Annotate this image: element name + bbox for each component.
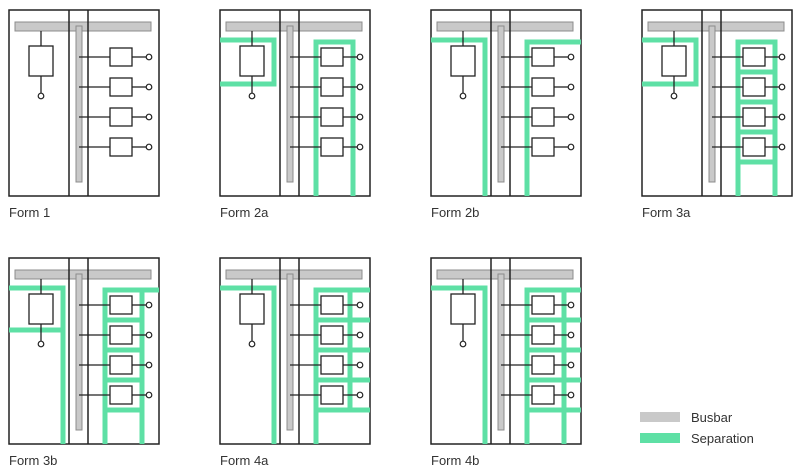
form-4b: Form 4b [430,257,582,468]
legend-label-busbar: Busbar [691,410,733,425]
horizontal-busbar [225,269,363,280]
outgoing-unit [712,77,786,97]
outgoing-unit [501,355,575,375]
vertical-busbar [497,25,505,183]
outgoing-unit [501,77,575,97]
vertical-busbar [75,25,83,183]
separation-barrier [642,37,778,196]
outgoing-unit [79,47,153,67]
outgoing-unit [79,107,153,127]
vertical-busbar [497,273,505,431]
incomer-device [239,45,265,77]
outgoing-unit [290,325,364,345]
form-label: Form 4a [220,453,269,468]
outgoing-unit [501,325,575,345]
horizontal-busbar [14,21,152,32]
horizontal-busbar [225,21,363,32]
vertical-busbar [286,273,294,431]
incomer-device [28,293,54,325]
outgoing-unit [501,385,575,405]
terminal [459,92,467,100]
form-2a: Form 2a [219,9,371,220]
incomer-device [450,45,476,77]
form-label: Form 3b [9,453,57,468]
terminal [248,340,256,348]
outgoing-unit [501,295,575,315]
outgoing-unit [290,107,364,127]
cabinet-outline [219,9,371,197]
form-3b: Form 3b [8,257,160,468]
horizontal-busbar [14,269,152,280]
terminal [459,340,467,348]
cabinet-outline [430,9,582,197]
separation-barrier [431,285,581,444]
outgoing-unit [79,77,153,97]
outgoing-unit [290,137,364,157]
outgoing-unit [79,295,153,315]
form-2b: Form 2b [430,9,582,220]
outgoing-unit [501,137,575,157]
horizontal-busbar [647,21,785,32]
outgoing-unit [79,325,153,345]
outgoing-unit [712,107,786,127]
form-label: Form 2a [220,205,269,220]
separation-barrier [220,37,356,196]
outgoing-unit [79,355,153,375]
vertical-busbar [75,273,83,431]
outgoing-unit [712,47,786,67]
vertical-busbar [286,25,294,183]
form-3a: Form 3a [641,9,793,220]
cabinet-outline [8,9,160,197]
form-1: Form 1 [8,9,160,220]
form-label: Form 4b [431,453,479,468]
separation-barrier [9,285,159,444]
legend-swatch-busbar [640,412,680,422]
terminal [670,92,678,100]
incomer-device [661,45,687,77]
separation-barrier [431,37,581,196]
form-label: Form 2b [431,205,479,220]
vertical-busbar [708,25,716,183]
form-label: Form 3a [642,205,691,220]
outgoing-unit [501,107,575,127]
legend-label-separation: Separation [691,431,754,446]
legend: Busbar Separation [640,410,754,446]
terminal [248,92,256,100]
outgoing-unit [501,47,575,67]
separation-barrier [220,285,370,444]
incomer-device [28,45,54,77]
outgoing-unit [290,385,364,405]
horizontal-busbar [436,21,574,32]
incomer-device [450,293,476,325]
outgoing-unit [290,47,364,67]
incomer-device [239,293,265,325]
terminal [37,92,45,100]
outgoing-unit [79,137,153,157]
outgoing-unit [290,355,364,375]
cabinet-outline [8,257,160,445]
outgoing-unit [79,385,153,405]
cabinet-outline [641,9,793,197]
outgoing-unit [290,77,364,97]
terminal [37,340,45,348]
horizontal-busbar [436,269,574,280]
legend-swatch-separation [640,433,680,443]
outgoing-unit [712,137,786,157]
form-label: Form 1 [9,205,50,220]
form-4a: Form 4a [219,257,371,468]
outgoing-unit [290,295,364,315]
